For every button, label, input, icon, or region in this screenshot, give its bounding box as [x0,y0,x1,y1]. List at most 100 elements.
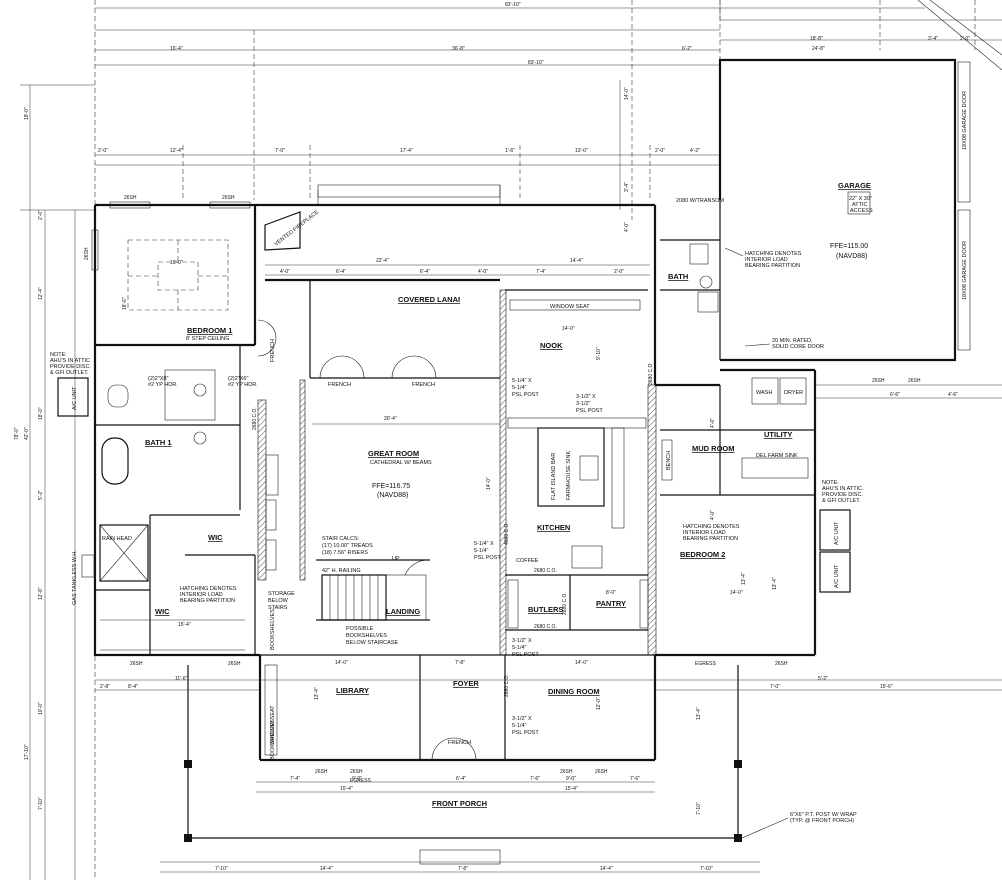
svg-text:15'-6": 15'-6" [880,684,893,690]
svg-text:7'-10": 7'-10" [215,866,228,872]
svg-text:INTERIOR LOAD: INTERIOR LOAD [683,530,726,536]
room-bath1: BATH 1 [145,438,172,447]
svg-text:26SH: 26SH [775,661,788,667]
garage-datum: (NAVD88) [836,253,867,260]
dim-top-e: 18'-8" [810,36,823,42]
svg-text:2680 C.O.: 2680 C.O. [534,624,557,630]
svg-text:4'-0": 4'-0" [710,418,716,428]
svg-text:12'-4": 12'-4" [38,287,44,300]
svg-text:6"X6" P.T. POST W/ WRAP: 6"X6" P.T. POST W/ WRAP [790,812,857,818]
svg-text:HATCHING DENOTES: HATCHING DENOTES [683,524,740,530]
svg-text:STAIRS: STAIRS [268,605,288,611]
svg-text:14'-4": 14'-4" [320,866,333,872]
svg-text:11'-6": 11'-6" [175,676,188,682]
bedroom1: 15'-0" 18'-6" [95,205,257,347]
dim-top-overall: 83'-10" [505,2,521,8]
svg-text:14'-0": 14'-0" [562,326,575,332]
svg-text:RAIN HEAD: RAIN HEAD [102,536,132,542]
ahu-note-right: NOTE: AHU'S IN ATTIC. PROVIDE DISC. & GF… [819,480,864,593]
svg-text:22" X 30": 22" X 30" [849,196,872,202]
svg-text:26SH: 26SH [872,378,885,384]
lanai-french-doors: FRENCH FRENCH [319,355,437,388]
bookshelves-note: POSSIBLE BOOKSHELVES BELOW STAIRCASE [346,626,398,646]
svg-text:VENTED FIREPLACE: VENTED FIREPLACE [274,209,321,247]
svg-text:7'-4": 7'-4" [536,269,546,275]
svg-text:7'-8": 7'-8" [455,660,465,666]
svg-text:4'-0": 4'-0" [280,269,290,275]
svg-text:2680 C.O.: 2680 C.O. [534,568,557,574]
coffee-bar: COFFEE [516,558,539,564]
svg-text:BEARING PARTITION: BEARING PARTITION [683,536,738,542]
svg-text:14'-0": 14'-0" [486,477,492,490]
window-codes: 26SH 26SH 26SH 26SH 26SH 26SH 26SH 26SH … [130,378,921,784]
bedroom1-ceiling: 8' STEP CEILING [186,336,229,342]
psl-post-4: 3-1/2" X 5-1/4" PSL POST [512,638,539,658]
svg-text:2880 C.O.: 2880 C.O. [504,674,510,697]
svg-text:4'-0": 4'-0" [478,269,488,275]
svg-text:5-1/4" X: 5-1/4" X [512,378,532,384]
row2-dims: 2'-0" 12'-4" 7'-0" 17'-4" 1'-6" 13'-0" 2… [98,148,700,154]
svg-text:15'-0": 15'-0" [170,260,183,266]
svg-text:7'-10": 7'-10" [696,802,702,815]
garage-ffe: FFE=115.00 [830,243,868,250]
room-foyer: FOYER [453,679,479,688]
svg-text:26SH: 26SH [124,195,137,201]
washer: WASH [756,390,772,396]
svg-text:14'-0": 14'-0" [575,660,588,666]
room-kitchen: KITCHEN [537,523,570,532]
svg-text:POSSIBLE: POSSIBLE [346,626,374,632]
svg-text:26SH: 26SH [350,769,363,775]
svg-text:(2)2"X6": (2)2"X6" [228,376,248,382]
butlers-pantry: 8'-0" [505,575,649,631]
svg-text:7'-8": 7'-8" [458,866,468,872]
dim-top-overall-2: 83'-10" [528,60,544,66]
front-rooms: 14'-0" 13'-4" 7'-8" 14'-0" 12'-0" [260,654,655,761]
svg-text:78'-0": 78'-0" [14,427,20,440]
transom-door: 2080 W/TRANSOM [676,198,724,204]
svg-text:13'-0": 13'-0" [575,148,588,154]
exterior-walls [93,203,817,762]
svg-text:5'-2": 5'-2" [38,490,44,500]
room-butlers: BUTLERS [528,605,563,614]
svg-text:PSL POST: PSL POST [512,730,539,736]
rated-door-note: 20 MIN. RATED, SOLID CORE DOOR [744,338,824,350]
svg-text:GAS TANKLESS W.H.: GAS TANKLESS W.H. [72,550,78,605]
svg-text:4'-2": 4'-2" [690,148,700,154]
door-codes: 2680 C.O. 2680 C.O. 2680 C.O. 3680 C.O. … [252,362,654,697]
svg-text:3-1/2" X: 3-1/2" X [512,716,532,722]
svg-text:AHU'S IN ATTIC: AHU'S IN ATTIC [50,358,90,364]
garage: 22" X 30" ATTIC ACCESS 18X08 GARAGE DOOR… [718,58,971,362]
dim-top-d: 24'-8" [812,46,825,52]
svg-text:3-1/2" X: 3-1/2" X [512,638,532,644]
svg-text:18X08 GARAGE DOOR: 18X08 GARAGE DOOR [962,241,968,300]
svg-text:6'-6": 6'-6" [890,392,900,398]
dim-top-f: 3'-4" [928,36,938,42]
svg-text:INTERIOR LOAD: INTERIOR LOAD [180,592,223,598]
svg-text:7'-4": 7'-4" [290,776,300,782]
front-porch [160,665,760,873]
svg-text:PROVIDE DISC.: PROVIDE DISC. [822,492,863,498]
svg-text:ACCESS: ACCESS [850,208,873,214]
ahu-note-left: NOTE: AHU'S IN ATTIC PROVIDE DISC. & GFI… [50,352,91,417]
room-front-porch: FRONT PORCH [432,799,487,808]
dim-top-c: 6'-2" [682,46,692,52]
svg-text:5-1/4" X: 5-1/4" X [474,541,494,547]
svg-text:18'-6": 18'-6" [122,297,128,310]
svg-text:26SH: 26SH [84,247,90,260]
svg-text:FLAT ISLAND BAR: FLAT ISLAND BAR [551,453,557,500]
svg-text:2'-0": 2'-0" [614,269,624,275]
room-wic-a: WIC [208,533,223,542]
svg-text:12'-4": 12'-4" [170,148,183,154]
bedroom-french-doors: FRENCH [257,319,277,362]
svg-text:(18) 7.56" RISERS: (18) 7.56" RISERS [322,550,368,556]
svg-text:PSL POST: PSL POST [512,392,539,398]
room-dining: DINING ROOM [548,687,600,696]
svg-text:12'-8": 12'-8" [38,587,44,600]
svg-text:4080 C.O.: 4080 C.O. [504,522,510,545]
svg-text:13'-4": 13'-4" [696,707,702,720]
svg-text:2'-0": 2'-0" [38,210,44,220]
svg-text:15'-4": 15'-4" [340,786,353,792]
svg-text:26SH: 26SH [315,769,328,775]
svg-text:FARMHOUSE SINK: FARMHOUSE SINK [566,450,572,500]
